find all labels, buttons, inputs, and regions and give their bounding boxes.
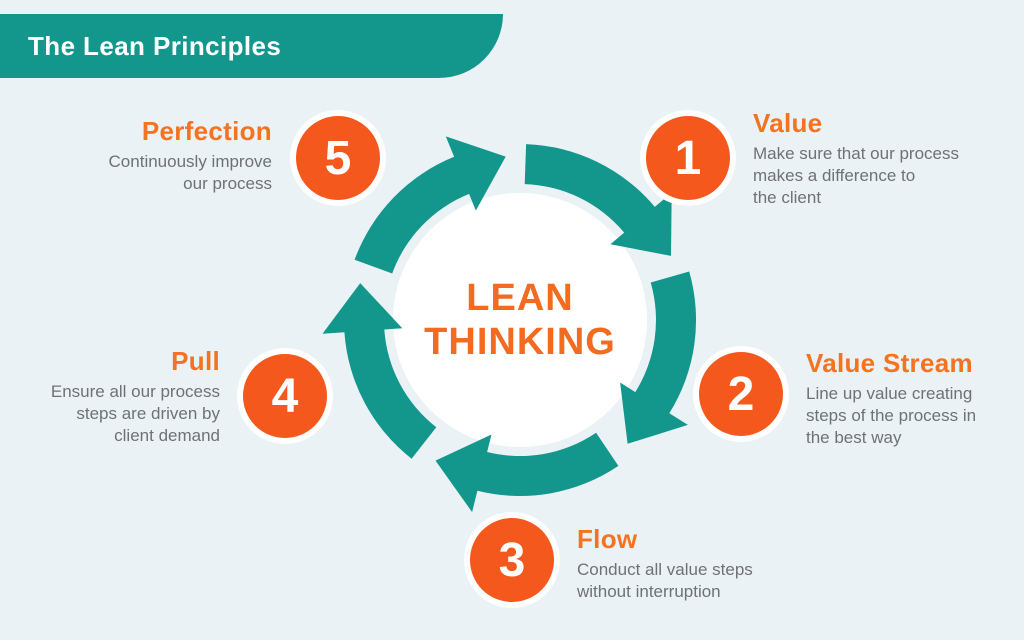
step-badge-4: 4: [237, 348, 333, 444]
principle-flow: Flow Conduct all value steps without int…: [577, 524, 817, 603]
principle-pull-description: Ensure all our process steps are driven …: [50, 382, 220, 445]
principle-flow-title: Flow: [577, 524, 638, 554]
page-title: The Lean Principles: [28, 30, 282, 61]
step-number-1: 1: [674, 131, 702, 185]
center-label: LEAN THINKING: [360, 276, 680, 364]
cycle-arrow-1: [524, 144, 672, 256]
step-badge-5: 5: [290, 110, 386, 206]
principle-value-stream-title: Value Stream: [806, 348, 973, 378]
principle-flow-description: Conduct all value steps without interrup…: [577, 560, 753, 601]
principle-perfection-title: Perfection: [141, 116, 272, 146]
step-number-4: 4: [271, 369, 299, 423]
header-banner: The Lean Principles: [0, 14, 503, 78]
principle-perfection-description: Continuously improve our process: [108, 152, 272, 193]
center-circle: [393, 193, 647, 447]
center-label-line1: LEAN: [466, 277, 574, 319]
principle-value-title: Value: [753, 108, 823, 138]
step-badge-1: 1: [640, 110, 736, 206]
step-number-3: 3: [498, 533, 526, 587]
step-number-2: 2: [727, 367, 755, 421]
principle-pull: Pull Ensure all our process steps are dr…: [0, 346, 220, 447]
principle-pull-title: Pull: [171, 346, 220, 376]
step-badge-2: 2: [693, 346, 789, 442]
principle-value-stream: Value Stream Line up value creating step…: [806, 348, 1024, 449]
cycle-arrow-3: [435, 432, 619, 513]
cycle-arrow-5: [354, 136, 506, 274]
cycle-arrows: [322, 136, 697, 513]
step-badge-3: 3: [464, 512, 560, 608]
principle-value-description: Make sure that our process makes a diffe…: [753, 144, 959, 207]
center-label-line2: THINKING: [424, 321, 616, 363]
principle-value: Value Make sure that our process makes a…: [753, 108, 993, 209]
step-number-5: 5: [324, 131, 352, 185]
cycle-arrow-4: [322, 283, 437, 459]
principle-perfection: Perfection Continuously improve our proc…: [42, 116, 272, 195]
principle-value-stream-description: Line up value creating steps of the proc…: [806, 384, 977, 447]
cycle-arrow-2: [620, 271, 697, 444]
